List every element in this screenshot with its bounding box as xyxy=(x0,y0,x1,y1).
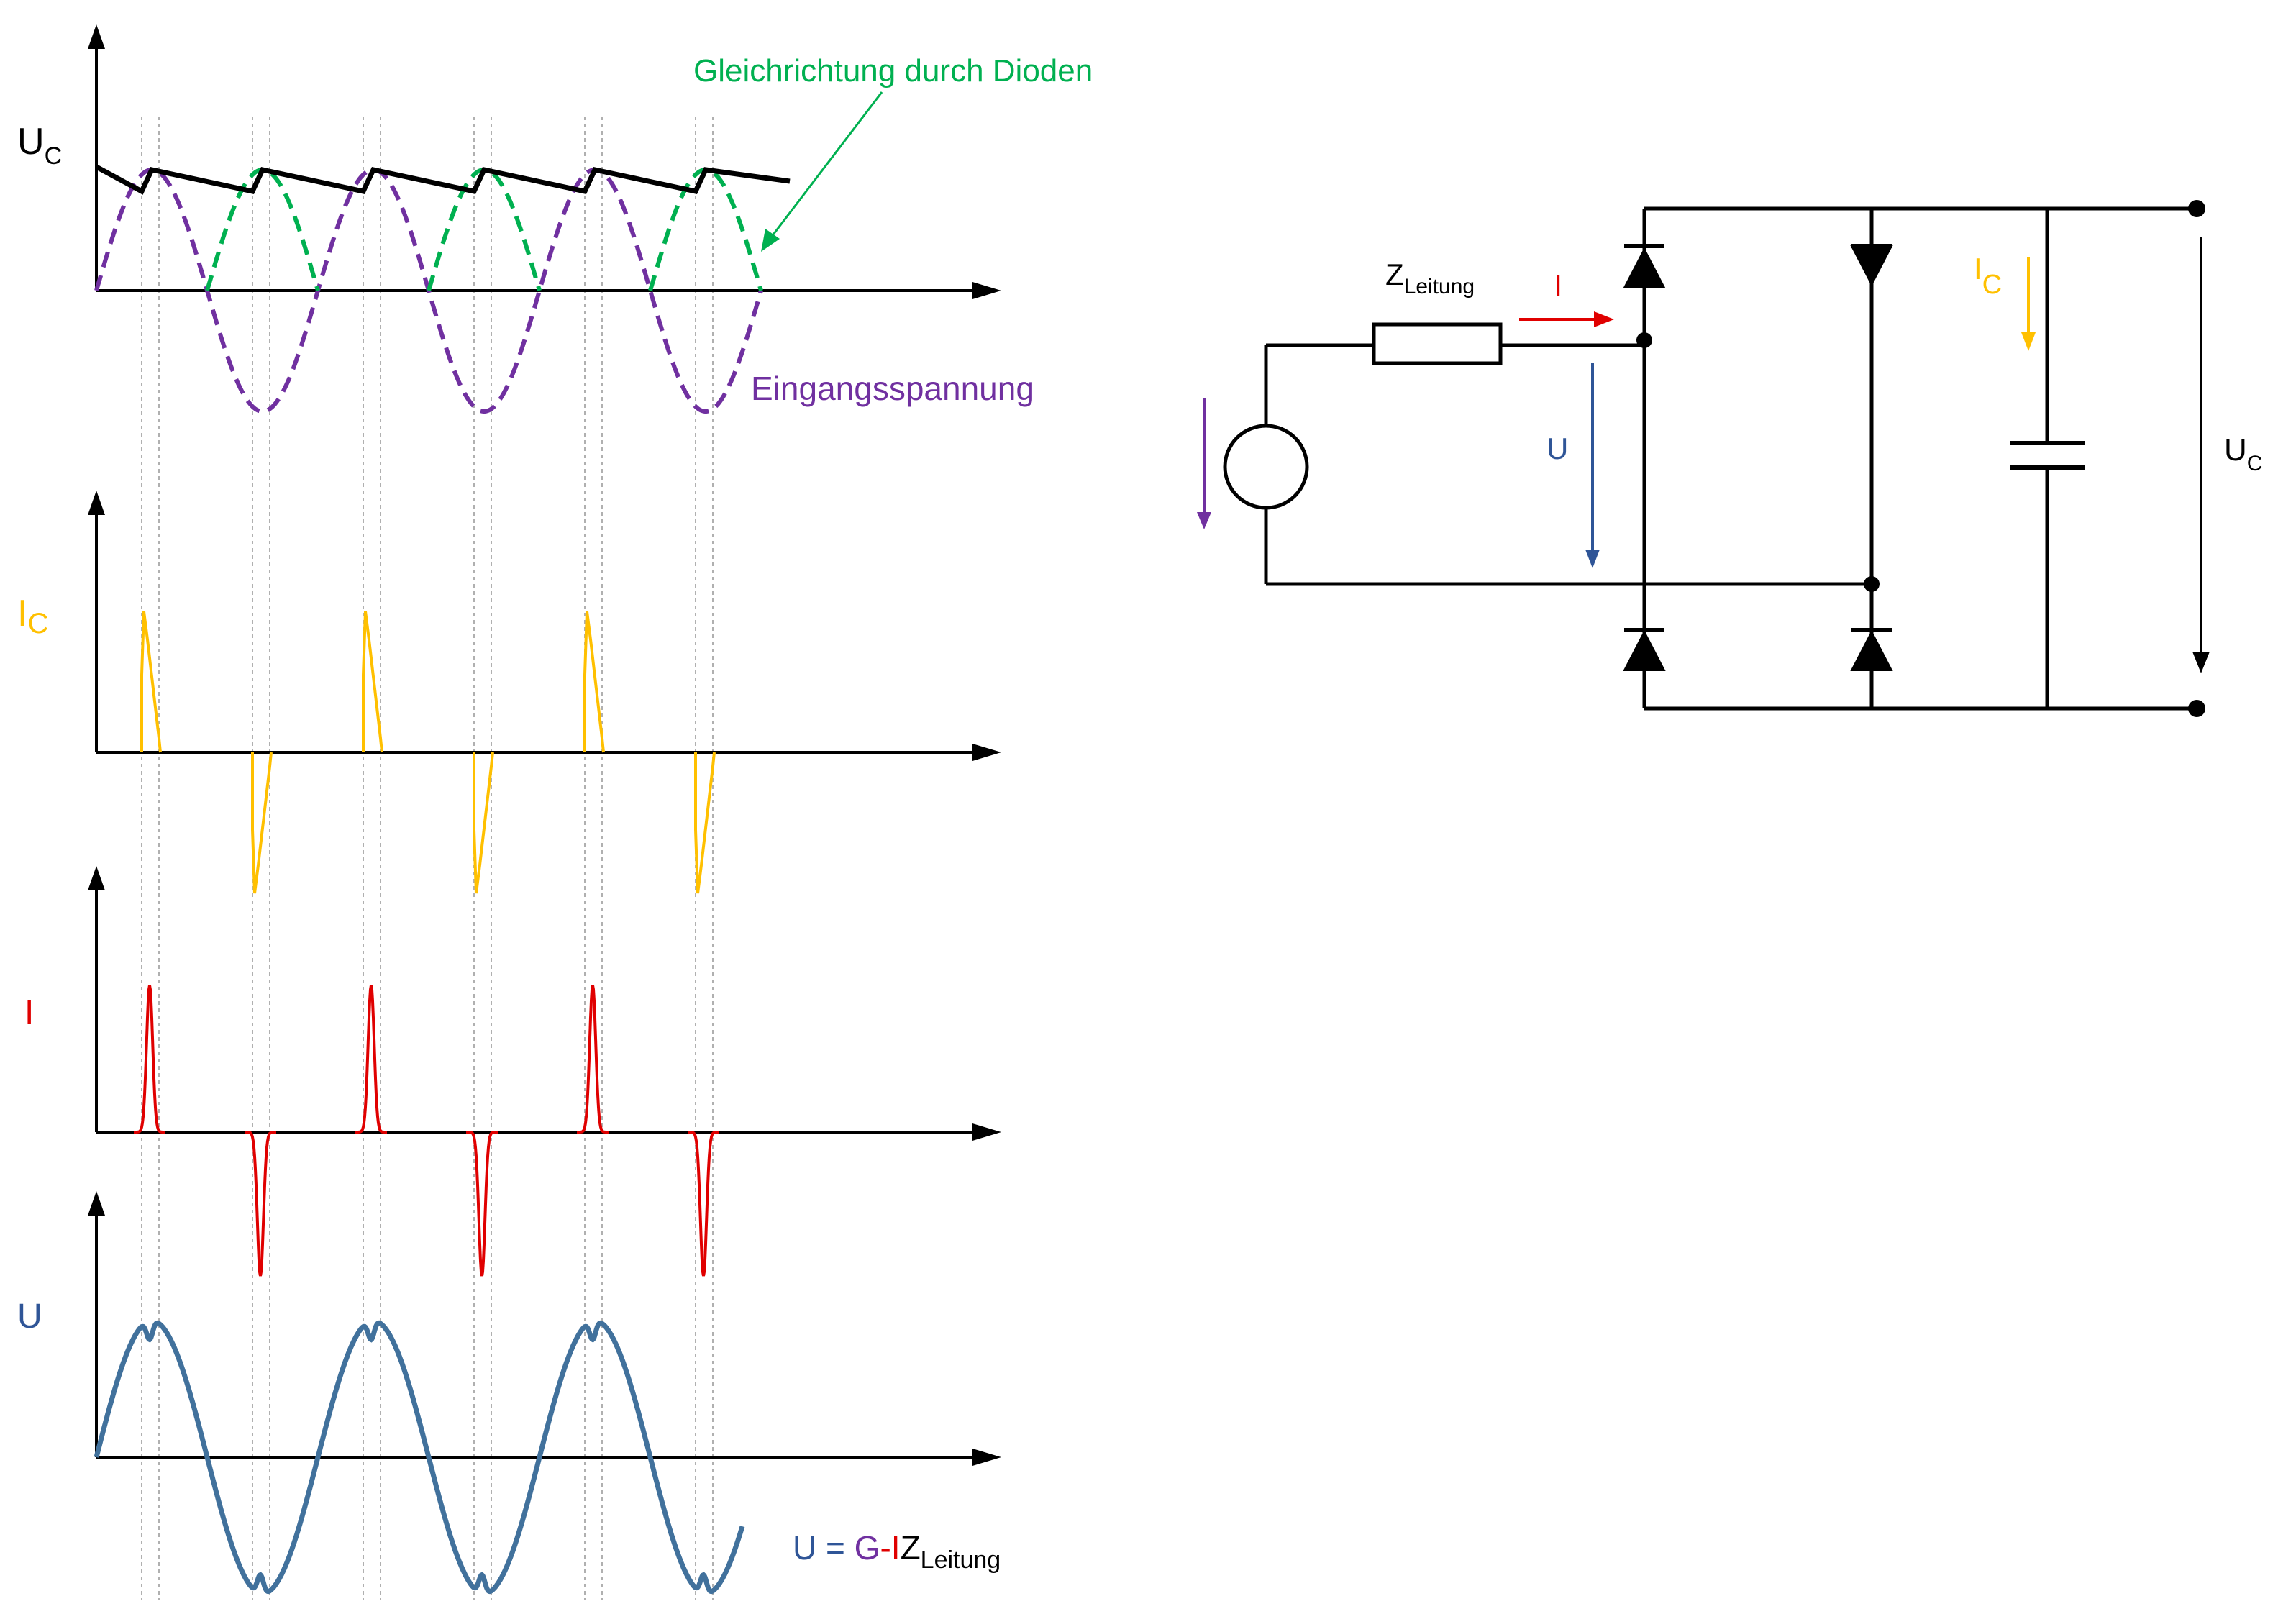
i-plot: I xyxy=(24,866,1001,1277)
diode-top-right xyxy=(1850,244,1893,287)
u-x-axis xyxy=(96,1449,1001,1466)
output-terminal-top xyxy=(2188,200,2205,217)
capacitor-current-wave xyxy=(140,611,716,894)
diode-bottom-right xyxy=(1850,628,1893,671)
line-current-wave xyxy=(134,985,719,1277)
output-voltage-label: UC xyxy=(2224,432,2262,475)
uc-y-axis xyxy=(88,24,105,289)
junction-dot-input xyxy=(1636,332,1652,348)
i-y-axis xyxy=(88,866,105,1132)
i-x-axis xyxy=(96,1123,1001,1141)
ic-y-axis xyxy=(88,491,105,752)
capacitor-voltage-wave xyxy=(95,164,791,195)
diode-bottom-left xyxy=(1623,628,1666,671)
voltage-u-arrow xyxy=(1585,363,1600,568)
capacitor-current-label: IC xyxy=(1974,252,2002,300)
source-wiring xyxy=(1264,343,1872,586)
bridge-rectifier-circuit xyxy=(1223,206,2197,711)
rectified-annotation-arrow xyxy=(761,91,883,252)
voltage-u-label: U xyxy=(1546,432,1568,465)
uc-x-axis xyxy=(96,282,1001,299)
u-axis-label: U xyxy=(17,1298,42,1336)
bridge-wiring xyxy=(1642,206,2197,711)
uc-plot: UC Gleichrichtung durch Dioden Eingangss… xyxy=(17,24,1093,414)
source-voltage-arrow xyxy=(1197,398,1211,529)
ic-axis-label: IC xyxy=(17,593,48,639)
diode-top-left xyxy=(1623,244,1666,288)
u-y-axis xyxy=(88,1191,105,1457)
terminal-voltage-wave xyxy=(94,1320,745,1595)
capacitor-symbol xyxy=(2010,441,2085,470)
junction-dot-return xyxy=(1864,576,1880,592)
input-voltage-annotation: Eingangsspannung xyxy=(751,370,1034,407)
ac-source-symbol xyxy=(1223,424,1309,510)
capacitor-current-arrow xyxy=(2021,257,2036,351)
uc-axis-label: UC xyxy=(17,121,62,170)
output-voltage-arrow xyxy=(2192,237,2210,673)
current-i-arrow xyxy=(1519,311,1614,327)
rectified-annotation: Gleichrichtung durch Dioden xyxy=(693,53,1093,88)
u-formula: U = G-IZLeitung xyxy=(793,1529,1001,1574)
current-i-label: I xyxy=(1554,268,1562,304)
i-axis-label: I xyxy=(24,994,34,1032)
line-impedance-resistor xyxy=(1372,322,1503,365)
impedance-label: ZLeitung xyxy=(1385,257,1475,298)
output-terminal-bottom xyxy=(2188,700,2205,717)
u-plot: U U = G-IZLeitung xyxy=(17,1191,1001,1595)
ic-x-axis xyxy=(96,744,1001,761)
ic-plot: IC xyxy=(17,491,1001,894)
